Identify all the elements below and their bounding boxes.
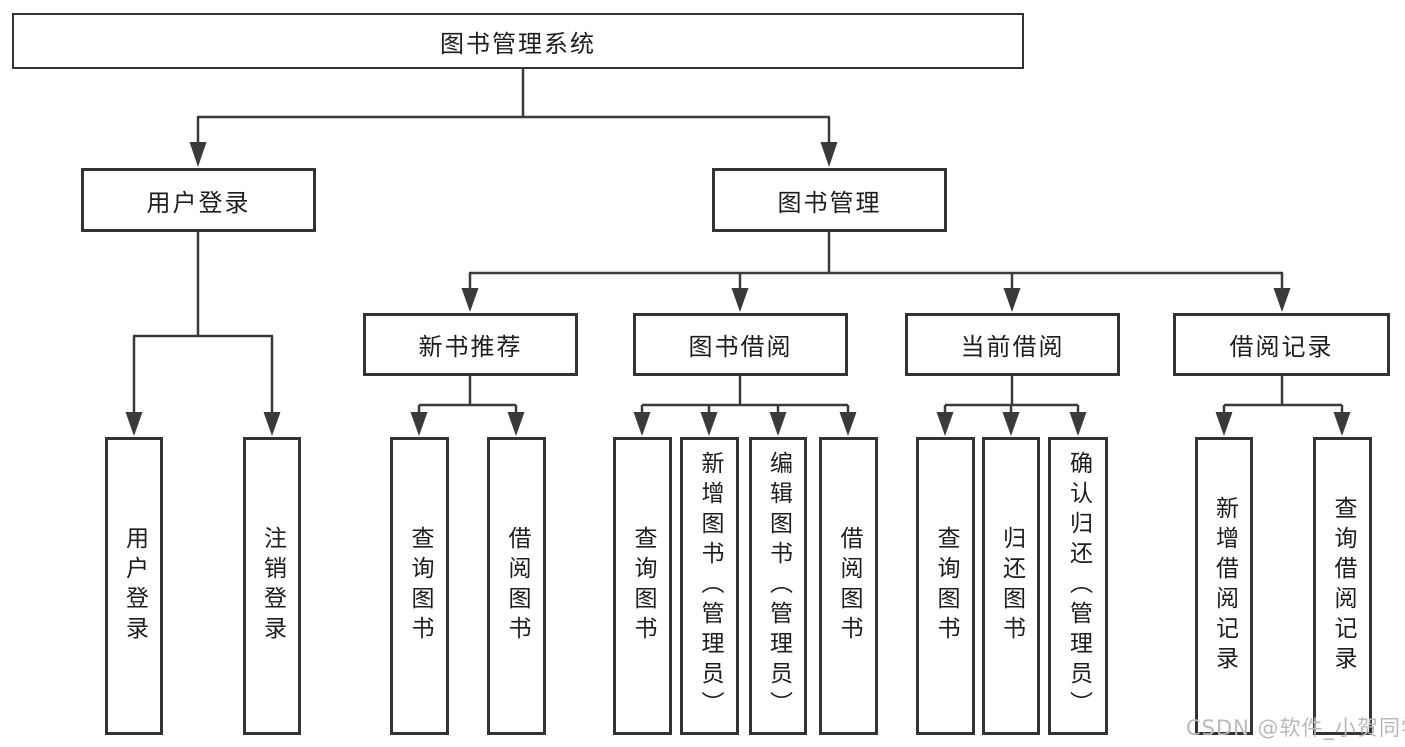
node-label: 归还图书 xyxy=(998,526,1025,646)
node-label: 新书推荐 xyxy=(418,333,523,361)
leaf-borrow-books-recommend: 借阅图书 xyxy=(487,437,546,735)
node-label: 用户登录 xyxy=(121,526,148,646)
node-label: 当前借阅 xyxy=(960,333,1065,361)
leaf-return-books: 归还图书 xyxy=(982,437,1040,735)
node-label: 新增借阅记录 xyxy=(1211,496,1238,676)
node-label: 查询图书 xyxy=(630,526,656,646)
node-label: 注销登录 xyxy=(259,526,286,646)
node-book-borrowing: 图书借阅 xyxy=(633,313,848,376)
node-label: 图书管理系统 xyxy=(440,29,596,58)
node-label: 查询图书 xyxy=(933,526,959,646)
node-new-book-recommendation: 新书推荐 xyxy=(363,313,578,376)
node-label: 借阅图书 xyxy=(504,526,530,646)
csdn-watermark: CSDN @软件_小贺同学 xyxy=(1186,716,1405,740)
leaf-logout: 注销登录 xyxy=(243,437,301,735)
leaf-query-borrow-record: 查询借阅记录 xyxy=(1313,437,1372,735)
node-book-management: 图书管理 xyxy=(712,168,947,232)
node-label: 图书借阅 xyxy=(688,333,793,361)
node-label: 编辑图书（管理员） xyxy=(765,451,792,721)
node-label: 用户登录 xyxy=(146,188,251,217)
node-label: 借阅记录 xyxy=(1229,333,1334,361)
node-book-management-system: 图书管理系统 xyxy=(12,13,1024,69)
leaf-confirm-return-admin: 确认归还（管理员） xyxy=(1048,437,1108,735)
leaf-query-books-borrowing: 查询图书 xyxy=(613,437,672,735)
node-label: 查询借阅记录 xyxy=(1330,496,1356,676)
leaf-edit-book-admin: 编辑图书（管理员） xyxy=(749,437,807,735)
node-user-login: 用户登录 xyxy=(81,168,316,232)
leaf-query-books-current: 查询图书 xyxy=(916,437,975,735)
node-label: 图书管理 xyxy=(777,188,882,217)
leaf-add-book-admin: 新增图书（管理员） xyxy=(680,437,739,735)
node-label: 查询图书 xyxy=(407,526,433,646)
node-label: 新增图书（管理员） xyxy=(697,451,723,721)
node-label: 确认归还（管理员） xyxy=(1065,451,1092,721)
leaf-add-borrow-record: 新增借阅记录 xyxy=(1195,437,1253,735)
leaf-user-login: 用户登录 xyxy=(105,437,163,735)
leaf-query-books-recommend: 查询图书 xyxy=(390,437,449,735)
node-label: 借阅图书 xyxy=(836,526,862,646)
leaf-borrow-books-borrowing: 借阅图书 xyxy=(819,437,878,735)
node-current-borrowing: 当前借阅 xyxy=(905,313,1120,376)
node-borrowing-records: 借阅记录 xyxy=(1173,313,1390,376)
